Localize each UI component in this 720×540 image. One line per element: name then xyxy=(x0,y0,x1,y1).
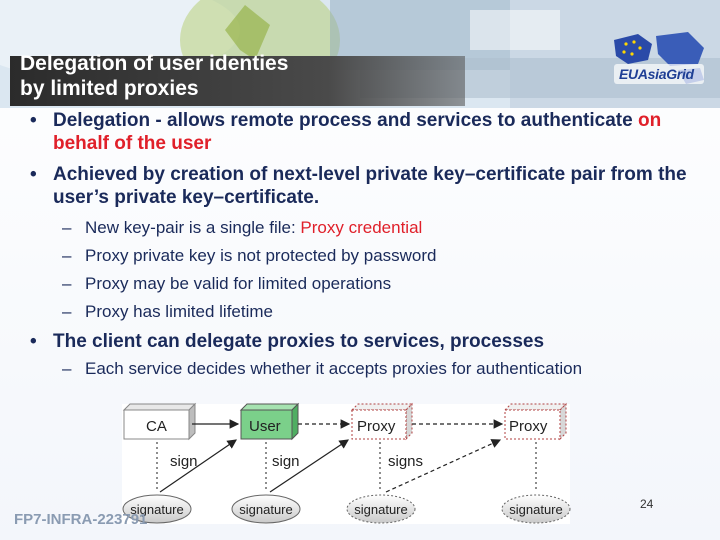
signature-4-label: signature xyxy=(509,502,562,517)
edge-label-signs: signs xyxy=(388,453,423,470)
bullet-delegation-highlight: on behalf of the user xyxy=(53,110,662,154)
signature-2: signature xyxy=(231,494,301,524)
node-ca-label: CA xyxy=(146,418,167,435)
signature-2-label: signature xyxy=(239,502,292,517)
dash-glyph: – xyxy=(62,218,72,237)
dash-glyph: – xyxy=(62,274,72,293)
dash-glyph: – xyxy=(62,302,72,321)
title-band xyxy=(10,56,465,106)
header-banner: Delegation of user identies by limited p… xyxy=(0,0,720,108)
node-proxy-1: Proxy xyxy=(350,402,414,441)
arrow-sign-1 xyxy=(159,439,237,493)
bullet-glyph: • xyxy=(30,110,37,131)
sub-item-lifetime: Proxy has limited lifetime xyxy=(85,302,274,321)
sub-item-proxy-credential: New key-pair is a single file: Proxy cre… xyxy=(85,214,705,241)
edge-label-sign-2: sign xyxy=(272,453,300,470)
bullet-delegation-text: Delegation - allows remote process and s… xyxy=(53,110,638,131)
node-ca: CA xyxy=(122,402,197,441)
node-user: User xyxy=(239,402,300,441)
sub-item-private-key: Proxy private key is not protected by pa… xyxy=(85,246,437,265)
bullet-glyph: • xyxy=(30,331,37,352)
slide-title: Delegation of user identies by limited p… xyxy=(20,52,289,100)
signature-3: signature xyxy=(346,494,416,524)
page-number: 24 xyxy=(640,497,654,511)
edge-label-sign-1: sign xyxy=(170,453,198,470)
dash-glyph: – xyxy=(62,359,72,378)
sub-item-text: New key-pair is a single file: xyxy=(85,218,301,237)
sub-item-service-decides: Each service decides whether it accepts … xyxy=(85,359,583,378)
dash-glyph: – xyxy=(62,246,72,265)
node-proxy-2: Proxy xyxy=(503,402,568,441)
node-user-label: User xyxy=(249,418,281,435)
bullet-client: The client can delegate proxies to servi… xyxy=(53,331,545,352)
signature-4: signature xyxy=(501,494,571,524)
sub-item-limited-ops: Proxy may be valid for limited operation… xyxy=(85,274,392,293)
arrow-sign-3 xyxy=(385,439,502,493)
node-proxy-1-label: Proxy xyxy=(357,418,396,435)
footer-project-code: FP7-INFRA-223791 xyxy=(14,511,148,528)
signature-3-label: signature xyxy=(354,502,407,517)
bullet-achieved: Achieved by creation of next-level priva… xyxy=(53,164,687,208)
bullet-delegation: Delegation - allows remote process and s… xyxy=(53,109,713,155)
euasiagrid-logo-icon xyxy=(614,32,704,84)
bullet-glyph: • xyxy=(30,164,37,185)
arrow-sign-2 xyxy=(269,439,349,493)
logo-text: EUAsiaGrid xyxy=(619,66,694,82)
sub-item-highlight: Proxy credential xyxy=(300,218,423,237)
node-proxy-2-label: Proxy xyxy=(509,418,548,435)
